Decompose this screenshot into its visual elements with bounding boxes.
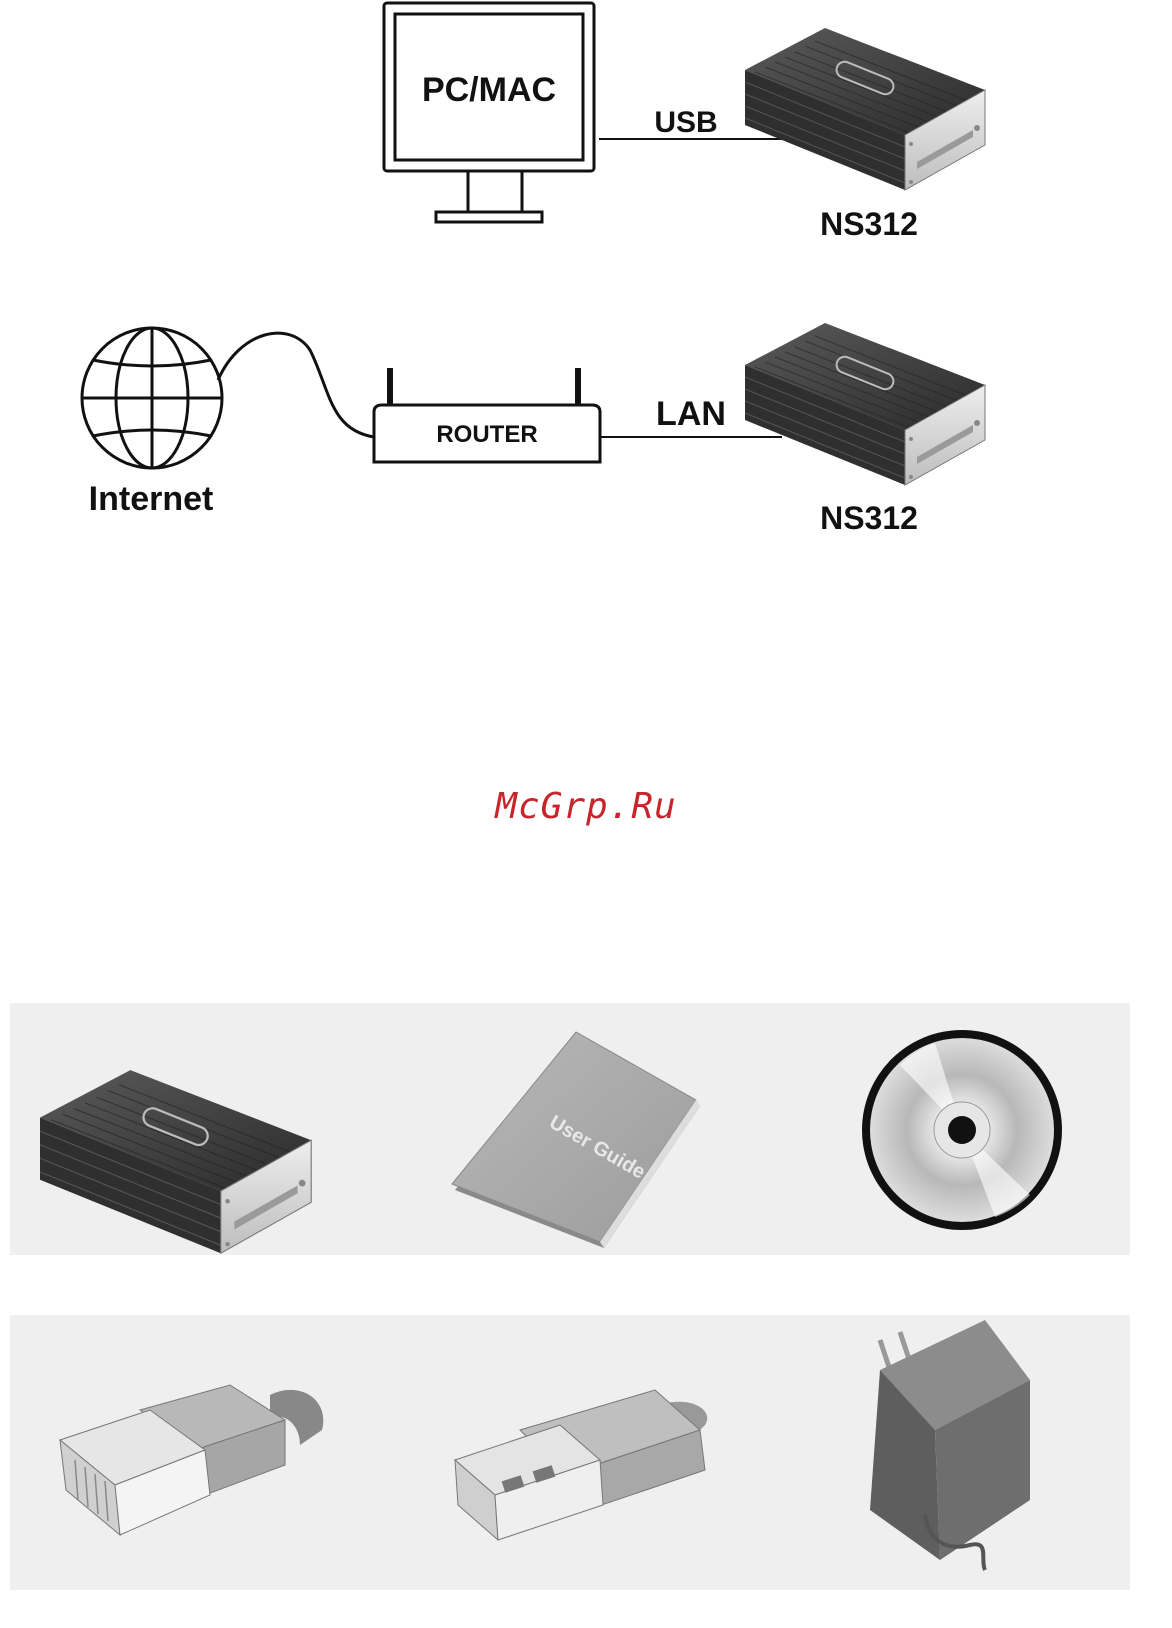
router-label: ROUTER — [436, 421, 537, 448]
monitor-icon — [384, 3, 594, 222]
ns312-device-icon-lan — [745, 323, 985, 485]
lan-connection-label: LAN — [656, 395, 726, 433]
watermark-text: McGrp.Ru — [0, 786, 1172, 827]
usb-connection-diagram: PC/MAC USB NS312 — [384, 3, 985, 242]
package-contents: User Guide — [10, 1003, 1130, 1590]
usb-connection-label: USB — [654, 106, 717, 139]
ns312-device-icon-usb — [745, 28, 985, 190]
internet-cable — [218, 333, 374, 437]
lan-connection-diagram: Internet ROUTER LAN NS312 — [82, 323, 985, 536]
lan-device-label: NS312 — [820, 500, 918, 536]
computer-label: PC/MAC — [422, 71, 556, 109]
internet-label: Internet — [89, 480, 214, 518]
globe-icon — [82, 328, 222, 468]
usb-device-label: NS312 — [820, 206, 918, 242]
cd-disc-icon — [862, 1030, 1062, 1230]
